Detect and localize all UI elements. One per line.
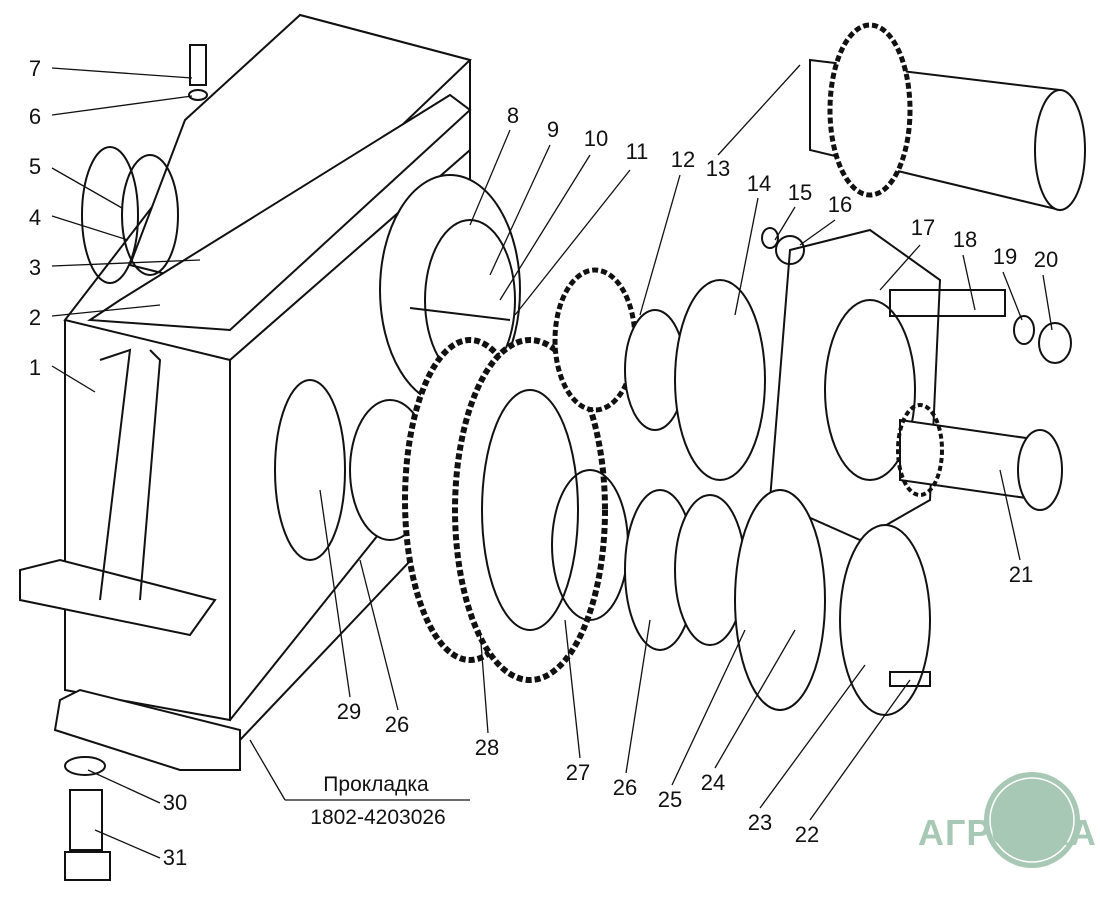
- part-label-6: 6: [28, 104, 42, 129]
- part-label-30: 30: [162, 790, 188, 815]
- part-label-27: 27: [565, 760, 591, 785]
- part-label-16: 16: [827, 192, 853, 217]
- part-label-25: 25: [657, 787, 683, 812]
- gasket-caption: Прокладка: [323, 773, 429, 796]
- part-label-26-second: 26: [384, 712, 410, 737]
- part-label-5: 5: [28, 154, 42, 179]
- shaft-gears: [809, 22, 1086, 511]
- part-label-23: 23: [747, 810, 773, 835]
- part-label-29: 29: [336, 699, 362, 724]
- part-label-13: 13: [705, 156, 731, 181]
- part-label-2: 2: [28, 305, 42, 330]
- part-label-21: 21: [1008, 562, 1034, 587]
- part-label-9: 9: [546, 117, 560, 142]
- part-label-24: 24: [700, 770, 726, 795]
- part-label-3: 3: [28, 255, 42, 280]
- part-label-26: 26: [612, 775, 638, 800]
- part-label-10: 10: [583, 126, 609, 151]
- logo-circle: [984, 772, 1080, 868]
- cover-plate: [87, 13, 472, 332]
- part-label-14: 14: [746, 171, 772, 196]
- gasket-part-number: 1802-4203026: [310, 806, 446, 829]
- part-label-18: 18: [952, 227, 978, 252]
- part-label-20: 20: [1033, 247, 1059, 272]
- leader-lines: [51, 64, 1053, 859]
- part-label-4: 4: [28, 205, 42, 230]
- part-label-7: 7: [28, 56, 42, 81]
- bolt-and-washer: [64, 756, 111, 881]
- part-label-19: 19: [992, 244, 1018, 269]
- part-label-17: 17: [910, 215, 936, 240]
- brand-logo: АГРОНКА: [918, 792, 1096, 872]
- seal-parts: [81, 44, 208, 284]
- part-label-15: 15: [787, 180, 813, 205]
- output-shaft: [624, 489, 931, 716]
- part-label-1: 1: [28, 355, 42, 380]
- part-label-22: 22: [794, 822, 820, 847]
- gear-assembly: [274, 267, 766, 683]
- part-label-8: 8: [506, 103, 520, 128]
- part-label-31: 31: [162, 845, 188, 870]
- part-label-28: 28: [474, 735, 500, 760]
- part-label-12: 12: [670, 147, 696, 172]
- logo-text: АГРОНКА: [918, 812, 1097, 853]
- part-label-11: 11: [625, 139, 649, 164]
